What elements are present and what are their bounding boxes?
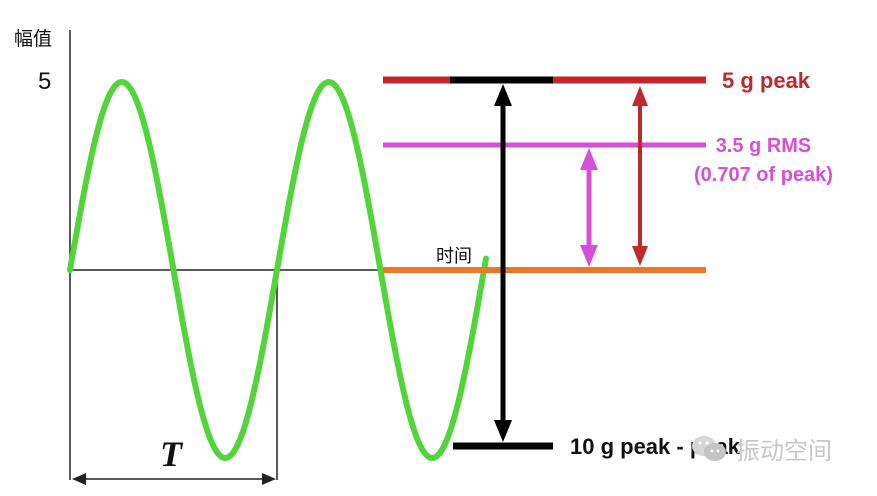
- sine-wave: [67, 78, 489, 462]
- peak-to-peak-arrow-head-bottom: [494, 420, 512, 442]
- wechat-icon: [692, 435, 726, 461]
- rms-arrow-head-top: [580, 148, 598, 170]
- peak-label: 5 g peak: [722, 68, 811, 93]
- rms-label-line2: (0.707 of peak): [694, 164, 833, 186]
- rms-label-line1: 3.5 g RMS: [715, 135, 812, 157]
- rms-label: 3.5 g RMS (0.707 of peak): [694, 132, 833, 190]
- watermark: 振动空间: [690, 431, 832, 466]
- rms-arrow-head-bottom: [580, 245, 598, 267]
- peak-arrow-head-bottom: [632, 246, 648, 266]
- peak-to-peak-arrow-head-top: [494, 84, 512, 106]
- y-tick-peak: 5: [38, 68, 52, 95]
- y-axis-title: 幅值: [14, 28, 53, 50]
- peak-arrow-head-top: [632, 86, 648, 106]
- period-arrow-head-left: [72, 473, 86, 485]
- x-axis-title: 时间: [436, 246, 472, 267]
- period-label: T: [160, 434, 182, 474]
- period-arrow-head-right: [262, 473, 276, 485]
- watermark-text: 振动空间: [736, 437, 832, 465]
